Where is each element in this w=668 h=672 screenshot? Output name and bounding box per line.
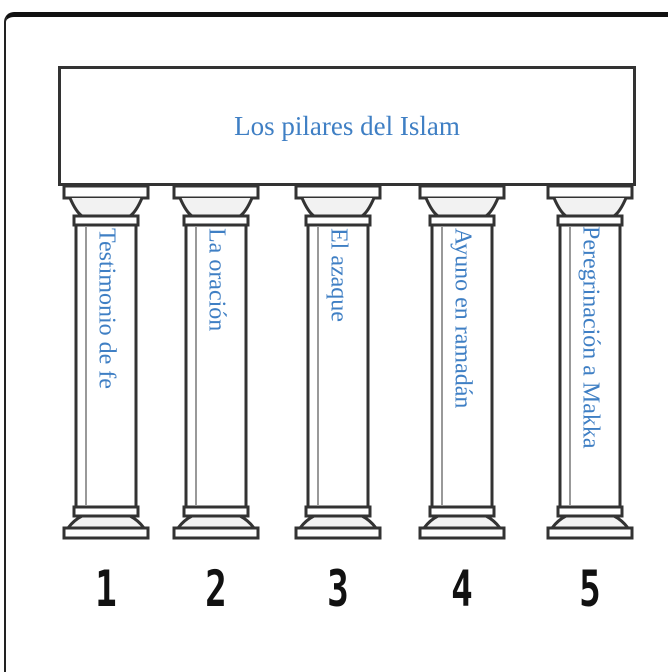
pillar-number-2: 2 (205, 560, 227, 618)
diagram-title: Los pilares del Islam (234, 110, 460, 141)
pillar-3: El azaque (294, 186, 382, 540)
column-shape (172, 186, 260, 540)
pillar-label: Ayuno en ramadán (449, 228, 476, 409)
pillar-label: La oración (203, 228, 230, 332)
pillar-2: La oración (172, 186, 260, 540)
pillar-number-1: 1 (95, 560, 117, 618)
pillar-label: El azaque (325, 228, 352, 322)
temple-lintel: Los pilares del Islam (58, 66, 636, 186)
column-shape (418, 186, 506, 540)
column-shape (546, 186, 634, 540)
pillar-label: Testimonio de fe (93, 228, 120, 389)
pillar-4: Ayuno en ramadán (418, 186, 506, 540)
pillar-5: Peregrinación a Makka (546, 186, 634, 540)
pillar-number-5: 5 (579, 560, 601, 618)
pillar-number-4: 4 (451, 560, 473, 618)
outer-frame (4, 12, 668, 672)
pillar-label: Peregrinación a Makka (577, 226, 604, 449)
pillar-number-3: 3 (327, 560, 349, 618)
column-shape (294, 186, 382, 540)
pillar-1: Testimonio de fe (62, 186, 150, 540)
column-shape (62, 186, 150, 540)
